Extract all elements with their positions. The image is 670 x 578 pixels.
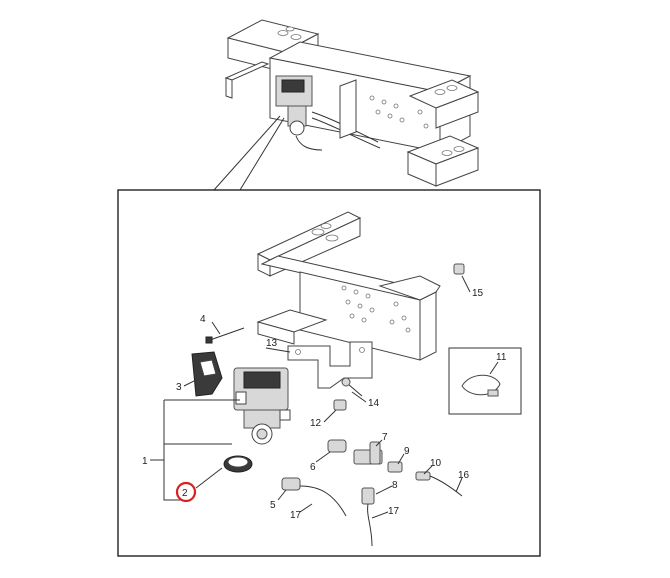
callout-17-right: 17: [388, 506, 400, 517]
detail-frame: [117, 189, 541, 557]
callout-2: 2: [182, 488, 188, 499]
inset-frame: [448, 347, 522, 415]
callout-7: 7: [382, 432, 388, 443]
callout-11: 11: [496, 352, 507, 363]
callout-6: 6: [310, 462, 316, 473]
callout-17-left: 17: [290, 510, 302, 521]
callout-10: 10: [430, 458, 442, 469]
overview-assembly: [224, 19, 480, 187]
detail-assembly: [191, 211, 522, 547]
detail-rail-holes: [341, 285, 411, 333]
callout-12: 12: [310, 418, 322, 429]
highlighted-callout[interactable]: 2: [175, 481, 197, 503]
leader-lines: [150, 275, 499, 519]
callout-8: 8: [392, 480, 398, 491]
callout-1: 1: [142, 456, 148, 467]
callout-9: 9: [404, 446, 410, 457]
callout-15: 15: [472, 288, 484, 299]
callout-labels: 4 3 13 15 11 14 12 6 7 9 10 8 16 5 17 17…: [142, 288, 507, 521]
callout-14: 14: [368, 398, 380, 409]
highlight-ring: [175, 481, 197, 503]
callout-5: 5: [270, 500, 276, 511]
callout-13: 13: [266, 338, 278, 349]
callout-3: 3: [176, 382, 182, 393]
callout-4: 4: [200, 314, 206, 325]
callout-16: 16: [458, 470, 470, 481]
